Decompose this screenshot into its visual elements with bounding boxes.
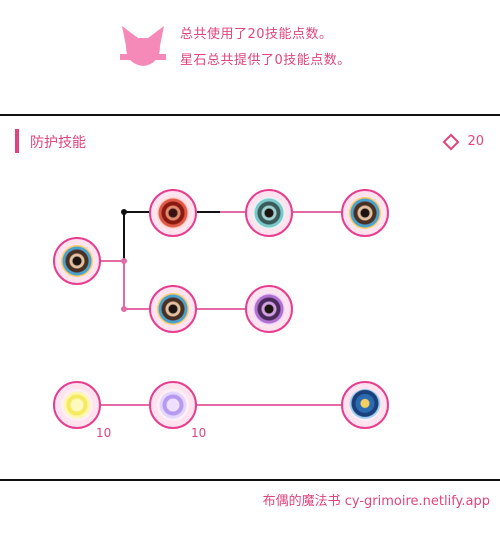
cat-logo-icon <box>120 26 166 66</box>
summary-used-points: 总共使用了20技能点数。 <box>180 27 333 42</box>
skill-level-badge: 10 <box>191 426 207 440</box>
header: 总共使用了20技能点数。 星石总共提供了0技能点数。 <box>0 0 500 114</box>
skill-tree-connectors <box>100 209 342 406</box>
footer-credit: 布偶的魔法书 cy-grimoire.netlify.app <box>262 494 490 509</box>
skill-node-bottom-2[interactable] <box>149 381 197 429</box>
skill-level-badge: 10 <box>96 426 112 440</box>
eye-orb-icon <box>253 293 285 325</box>
skill-node-lower-1[interactable] <box>149 285 197 333</box>
skill-node-bottom-3[interactable] <box>341 381 389 429</box>
eye-orb-icon <box>61 245 93 277</box>
skill-node-lower-2[interactable] <box>245 285 293 333</box>
skill-node-upper-1[interactable] <box>149 189 197 237</box>
summary: 总共使用了20技能点数。 星石总共提供了0技能点数。 <box>180 22 351 74</box>
eye-orb-icon <box>253 197 285 229</box>
eye-orb-icon <box>157 293 189 325</box>
shield-icon <box>349 389 381 421</box>
section-title: 防护技能 <box>30 135 86 151</box>
skill-node-upper-3[interactable] <box>341 189 389 237</box>
bottom-divider <box>0 479 500 481</box>
section-accent-bar <box>15 129 19 153</box>
section-points-value: 20 <box>467 134 484 149</box>
hexagon-icon <box>61 389 93 421</box>
top-divider <box>0 114 500 116</box>
skill-node-upper-2[interactable] <box>245 189 293 237</box>
hexagon-icon <box>157 389 189 421</box>
section-points: 20 <box>442 133 484 150</box>
skill-node-bottom-1[interactable] <box>53 381 101 429</box>
eye-orb-icon <box>349 197 381 229</box>
summary-starstone-points: 星石总共提供了0技能点数。 <box>180 53 351 68</box>
eye-orb-icon <box>157 197 189 229</box>
skill-node-root[interactable] <box>53 237 101 285</box>
